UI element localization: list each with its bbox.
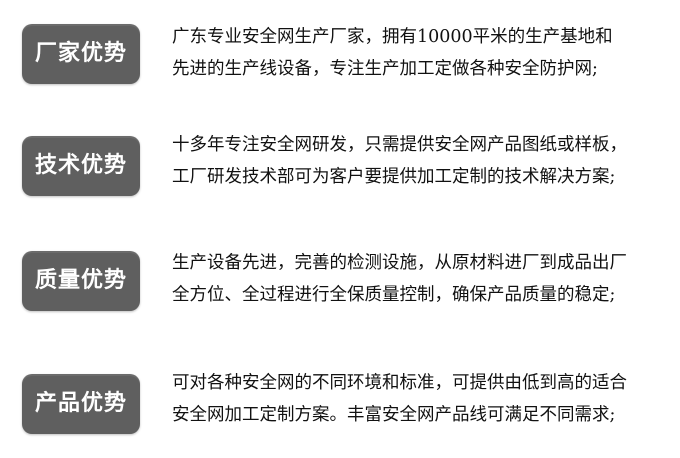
description-line: 生产设备先进，完善的检测设施，从原材料进厂到成品出厂 [172, 253, 627, 273]
description-line: 工厂研发技术部可为客户要提供加工定制的技术解决方案; [172, 167, 616, 187]
section-description-quality: 生产设备先进，完善的检测设施，从原材料进厂到成品出厂 全方位、全过程进行全保质量… [172, 247, 670, 311]
section-description-technology: 十多年专注安全网研发，只需提供安全网产品图纸或样板， 工厂研发技术部可为客户要提… [172, 129, 670, 193]
description-line: 十多年专注安全网研发，只需提供安全网产品图纸或样板， [172, 135, 627, 155]
description-line: 先进的生产线设备，专注生产加工定做各种安全防护网; [172, 59, 598, 79]
section-badge-factory: 厂家优势 [22, 24, 140, 84]
section-badge-quality: 质量优势 [22, 251, 140, 311]
section-description-factory: 广东专业安全网生产厂家，拥有10000平米的生产基地和 先进的生产线设备，专注生… [172, 21, 670, 85]
section-badge-technology: 技术优势 [22, 136, 140, 196]
description-line: 广东专业安全网生产厂家，拥有10000平米的生产基地和 [172, 27, 613, 47]
description-line: 全方位、全过程进行全保质量控制，确保产品质量的稳定; [172, 285, 616, 305]
section-description-product: 可对各种安全网的不同环境和标准，可提供由低到高的适合 安全网加工定制方案。丰富安… [172, 367, 670, 431]
description-line: 可对各种安全网的不同环境和标准，可提供由低到高的适合 [172, 373, 627, 393]
description-line: 安全网加工定制方案。丰富安全网产品线可满足不同需求; [172, 405, 616, 425]
section-badge-product: 产品优势 [22, 374, 140, 434]
